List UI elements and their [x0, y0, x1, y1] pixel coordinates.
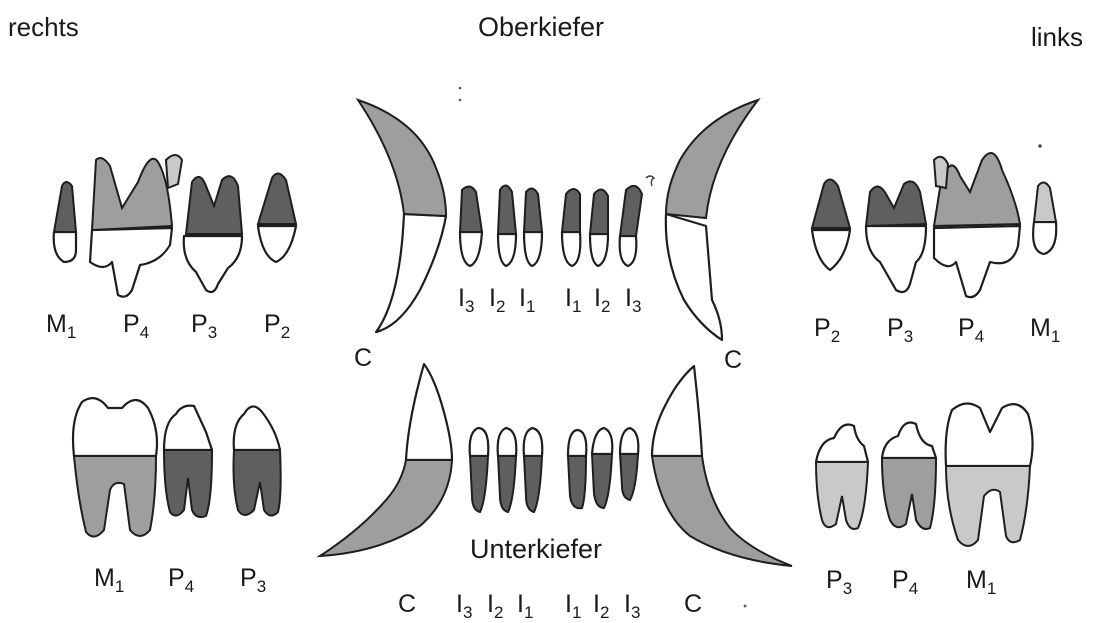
jaw-label-lower: Unterkiefer: [470, 536, 602, 563]
lower-right-tooth-label: P3: [240, 566, 266, 595]
lower-left-tooth-label: P4: [892, 568, 918, 597]
upper-incisor-label: I3: [458, 286, 474, 315]
upper-right-tooth-label: M1: [46, 312, 76, 341]
upper-right-p3-tooth: [184, 176, 242, 292]
upper-left-canine-label: C: [724, 348, 742, 373]
upper-left-p4-tooth: [934, 153, 1020, 297]
lower-incisors-group: [470, 428, 639, 512]
lower-right-canine-label: C: [398, 592, 416, 617]
lower-incisor-label: I1: [517, 592, 533, 621]
lower-right-p3-tooth: [234, 406, 281, 515]
upper-incisor-label: I2: [489, 286, 505, 315]
lower-incisor-label: I3: [624, 592, 640, 621]
upper-left-tooth-label: M1: [1030, 316, 1060, 345]
upper-right-canine-label: C: [354, 346, 372, 371]
lower-left-canine-label: C: [684, 592, 702, 617]
lower-left-p3-tooth: [816, 425, 868, 530]
side-label-right: rechts: [8, 14, 79, 40]
lower-right-p4-tooth: [164, 406, 212, 517]
lower-incisor-label: I2: [593, 592, 609, 621]
upper-left-tooth-label: P3: [887, 316, 913, 345]
lower-right-m1-tooth: [73, 398, 157, 536]
lower-right-tooth-label: P4: [168, 566, 194, 595]
upper-left-m1-tooth: [1033, 182, 1056, 254]
upper-left-tooth-label: P4: [958, 316, 984, 345]
upper-right-canine-tooth: [358, 100, 446, 332]
upper-right-tooth-label: P2: [264, 312, 290, 341]
upper-left-tooth-label: P2: [814, 316, 840, 345]
upper-right-p2-tooth: [258, 173, 296, 262]
upper-right-tooth-label: P4: [123, 312, 149, 341]
lower-left-canine-tooth: [652, 366, 792, 566]
jaw-label-upper: Oberkiefer: [478, 14, 604, 41]
lower-left-tooth-label: M1: [966, 568, 996, 597]
lower-left-p4-tooth: [882, 423, 936, 530]
upper-incisor-label: I3: [625, 286, 641, 315]
lower-incisor-label: I1: [565, 592, 581, 621]
lower-right-canine-tooth: [320, 364, 452, 556]
lower-incisor-label: I2: [487, 592, 503, 621]
upper-left-p3-tooth: [866, 181, 926, 292]
lower-left-m1-tooth: [946, 403, 1033, 546]
upper-incisor-label: I1: [519, 286, 535, 315]
upper-right-p4-tooth: [90, 155, 182, 297]
upper-left-canine-tooth: [666, 100, 758, 340]
side-label-left: links: [1031, 24, 1083, 50]
lower-right-tooth-label: M1: [94, 566, 124, 595]
upper-right-tooth-label: P3: [191, 312, 217, 341]
upper-left-p2-tooth: [812, 179, 850, 270]
upper-incisors-group: [460, 185, 642, 266]
upper-incisor-label: I2: [594, 286, 610, 315]
lower-left-tooth-label: P3: [826, 568, 852, 597]
lower-incisor-label: I3: [456, 592, 472, 621]
upper-right-m1-tooth: [54, 182, 76, 262]
upper-incisor-label: I1: [565, 286, 581, 315]
